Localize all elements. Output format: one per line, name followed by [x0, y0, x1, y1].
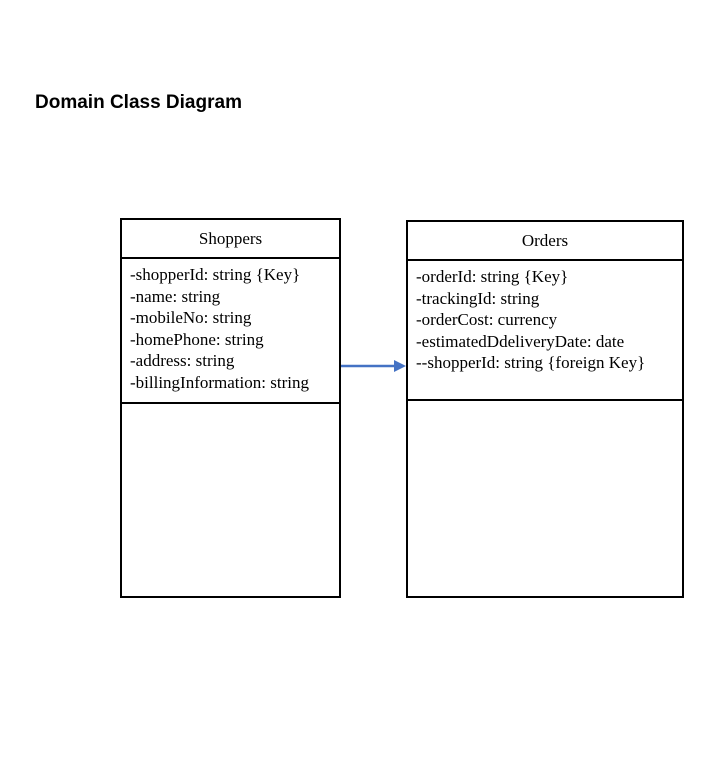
class-methods-section-shoppers [122, 404, 339, 596]
class-attribute: -billingInformation: string [130, 372, 309, 392]
class-attribute: -estimatedDdeliveryDate: date [416, 331, 625, 351]
class-box-shoppers: Shoppers -shopperId: string {Key} -name:… [120, 218, 341, 598]
class-attribute: -shopperId: string {Key} [130, 265, 301, 284]
class-attribute: --shopperId: string {foreign Key} [416, 353, 646, 372]
class-attribute: -address: string [130, 351, 235, 370]
class-methods-section-orders [408, 401, 682, 596]
class-attribute: -homePhone: string [130, 329, 264, 349]
class-name-shoppers: Shoppers [122, 220, 339, 259]
arrow-head [394, 360, 406, 372]
class-name-orders: Orders [408, 222, 682, 261]
relationship-arrow-icon [341, 360, 406, 372]
class-attribute: -name: string [130, 286, 221, 306]
class-box-orders: Orders -orderId: string {Key} -trackingI… [406, 220, 684, 598]
page-title: Domain Class Diagram [35, 92, 242, 113]
class-attributes-shoppers: -shopperId: string {Key} -name: string -… [122, 259, 339, 404]
class-attribute: -trackingId: string [416, 288, 540, 308]
class-attribute: -mobileNo: string [130, 308, 252, 327]
class-attribute: -orderId: string {Key} [416, 267, 569, 286]
class-attribute: -orderCost: currency [416, 310, 558, 329]
class-attributes-orders: -orderId: string {Key} -trackingId: stri… [408, 261, 682, 401]
